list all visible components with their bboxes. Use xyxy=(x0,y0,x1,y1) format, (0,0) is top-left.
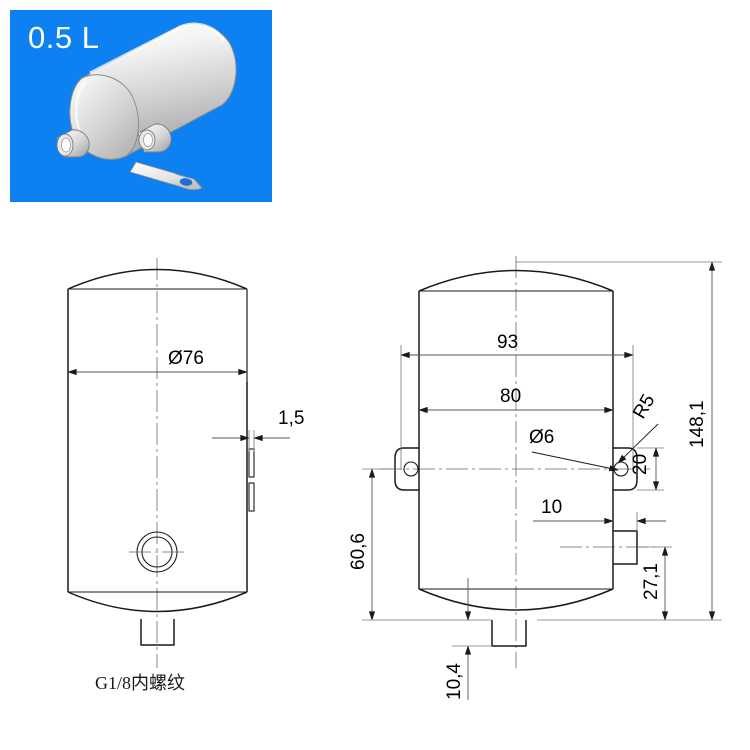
front-face-port xyxy=(129,531,185,573)
dimension-mount-hole-label: Ø6 xyxy=(529,427,554,448)
side-bottom-port xyxy=(491,620,527,647)
side-bottom-dome xyxy=(418,588,614,611)
dimension-diameter: Ø76 xyxy=(67,289,248,382)
port-boss-side xyxy=(137,123,172,153)
product-photo-card: 0.5 L xyxy=(10,10,272,202)
dimension-port-offset-label: 10 xyxy=(541,497,562,518)
front-top-dome xyxy=(67,268,248,290)
dimension-overall-width-label: 93 xyxy=(497,332,518,353)
dimension-body-width-label: 80 xyxy=(500,386,521,407)
dimension-bracket-height-label: 20 xyxy=(630,454,651,475)
front-bottom-dome xyxy=(67,591,248,613)
dimension-bracket-height: 20 xyxy=(630,447,664,491)
dimension-side-port-height: 27,1 xyxy=(637,546,672,621)
port-boss-front xyxy=(56,129,90,158)
dimension-weld-seam-label: 1,5 xyxy=(278,408,304,429)
dimension-diameter-label: Ø76 xyxy=(168,348,204,369)
dimension-overall-height-label: 148,1 xyxy=(687,400,708,448)
dimension-port-offset: 10 xyxy=(533,497,666,531)
side-outlet-nozzle xyxy=(613,530,638,565)
front-view: Ø76 1,5 G1/8内螺纹 xyxy=(67,258,304,693)
dimension-body-width: 80 xyxy=(418,386,614,414)
side-view: 93 80 Ø6 R5 20 xyxy=(348,256,722,700)
air-tank-isometric-image xyxy=(56,22,237,191)
dimension-overall-height: 148,1 xyxy=(516,261,722,621)
dimension-bracket-center-height-label: 60,6 xyxy=(348,533,369,570)
front-bottom-port xyxy=(140,619,175,646)
front-side-boss-edge xyxy=(248,448,255,512)
mounting-bracket xyxy=(129,161,203,191)
dimension-side-port-height-label: 27,1 xyxy=(641,563,662,600)
side-top-dome xyxy=(418,269,614,292)
dimension-weld-seam: 1,5 xyxy=(212,408,304,452)
dimension-bottom-port-height-label: 10,4 xyxy=(444,663,465,700)
front-view-note: G1/8内螺纹 xyxy=(95,673,185,693)
dimension-bracket-center-height: 60,6 xyxy=(348,468,492,621)
dimension-bottom-port-height: 10,4 xyxy=(444,578,492,700)
dimension-mount-radius-label: R5 xyxy=(629,391,659,423)
dimension-overall-width: 93 xyxy=(400,332,634,470)
dimension-mount-hole: Ø6 xyxy=(529,427,619,472)
dimension-mount-radius: R5 xyxy=(617,391,659,464)
